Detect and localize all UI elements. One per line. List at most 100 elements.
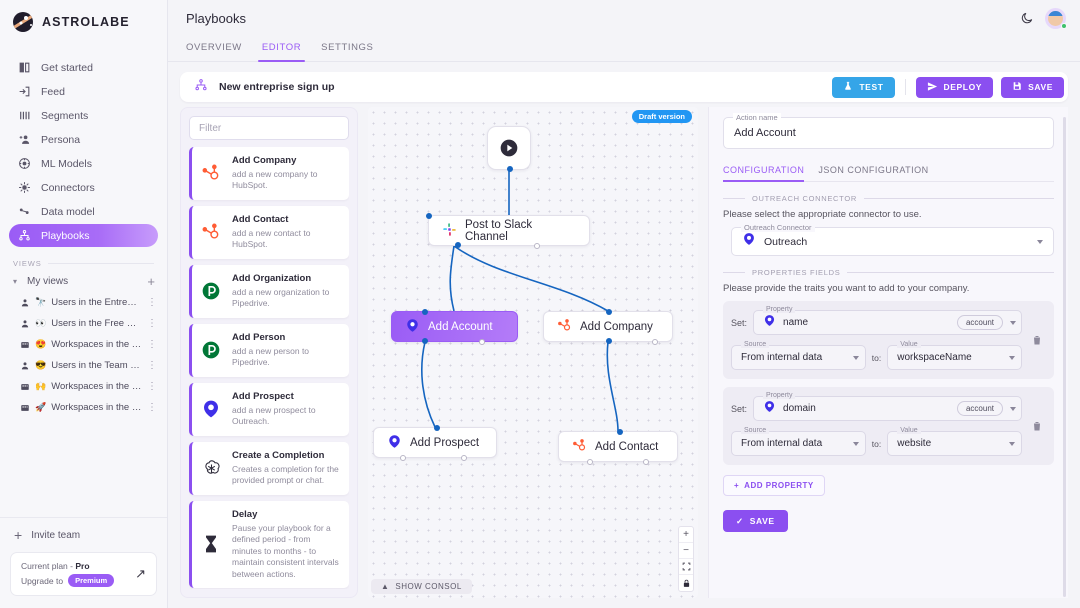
node-port-in[interactable] [434,425,440,431]
sidebar-item-persona[interactable]: Persona [9,128,158,151]
library-card-add-contact[interactable]: Add Contact add a new contact to HubSpot… [189,205,349,259]
add-property-button[interactable]: + ADD PROPERTY [723,475,825,496]
tab-json-configuration[interactable]: JSON CONFIGURATION [818,165,929,175]
chevron-down-icon[interactable] [1009,441,1016,446]
panel-scrollbar[interactable] [1063,117,1066,597]
value-select[interactable]: Value website [887,427,1023,456]
list-item[interactable]: 😍 Workspaces in the Te... ⋮ [0,334,167,355]
show-consol-button[interactable]: ▲ SHOW CONSOL [371,579,472,594]
node-port-out[interactable] [422,338,428,344]
node-port-in[interactable] [606,309,612,315]
list-item[interactable]: 👀 Users in the Free Plan ⋮ [0,313,167,334]
library-card-create-completion[interactable]: Create a Completion Creates a completion… [189,441,349,495]
flow-node-add-prospect[interactable]: Add Prospect [373,425,497,461]
property-select[interactable]: Property domain account [753,392,1022,421]
flow-node-add-account[interactable]: Add Account [391,309,518,345]
node-port-out[interactable] [587,459,593,465]
library-card-add-person[interactable]: Add Person add a new person to Pipedrive… [189,323,349,377]
filter-input[interactable] [189,116,349,140]
list-item[interactable]: 😎 Users in the Team Plan ⋮ [0,355,167,376]
sidebar-item-label: Connectors [41,181,95,194]
node-port-out-secondary[interactable] [461,455,467,461]
chevron-down-icon[interactable] [1009,355,1016,360]
node-port-out-secondary[interactable] [643,459,649,465]
node-port-in[interactable] [426,213,432,219]
library-card-add-prospect[interactable]: Add Prospect add a new prospect to Outre… [189,382,349,436]
chevron-down-icon[interactable] [852,355,859,360]
lock-icon[interactable] [679,575,693,591]
flow-node-label: Post to Slack Channel [465,218,533,243]
flow-node-add-company[interactable]: Add Company [543,309,673,345]
list-item[interactable]: 🔭 Users in the Entrepri... ⋮ [0,292,167,313]
node-port-out-secondary[interactable] [534,243,540,249]
zoom-in-button[interactable]: + [679,527,693,543]
tab-editor[interactable]: EDITOR [252,36,311,62]
node-port-out[interactable] [507,166,513,172]
sidebar-item-segments[interactable]: Segments [9,104,158,127]
sidebar-item-ml-models[interactable]: ML Models [9,152,158,175]
invite-team-button[interactable]: + Invite team [0,517,167,552]
value-select[interactable]: Value workspaceName [887,341,1023,370]
node-port-out[interactable] [400,455,406,461]
sidebar-item-playbooks[interactable]: Playbooks [9,224,158,247]
tab-settings[interactable]: SETTINGS [321,42,374,53]
sidebar-item-data-model[interactable]: Data model [9,200,158,223]
list-item[interactable]: 🚀 Workspaces in the E... ⋮ [0,397,167,418]
save-button[interactable]: SAVE [1001,76,1064,98]
chevron-down-icon [1037,239,1043,244]
more-options-icon[interactable]: ⋮ [147,338,157,350]
flow-name[interactable]: New entreprise sign up [194,78,832,97]
flow-node-start[interactable] [487,126,531,172]
node-port-in[interactable] [422,309,428,315]
more-options-icon[interactable]: ⋮ [147,317,157,329]
tab-overview[interactable]: OVERVIEW [186,42,242,53]
more-options-icon[interactable]: ⋮ [147,401,157,413]
more-options-icon[interactable]: ⋮ [147,380,157,392]
chevron-down-icon[interactable] [1010,406,1016,411]
node-port-out[interactable] [606,338,612,344]
flow-node-post-to-slack-channel[interactable]: Post to Slack Channel [426,213,590,249]
property-select[interactable]: Property name account [753,306,1022,335]
outreach-connector-select[interactable]: Outreach Connector Outreach [731,223,1054,256]
action-name-field[interactable]: Action name Add Account [723,113,1054,149]
status-badge [1061,22,1067,29]
top-bar: Playbooks [168,0,1080,36]
my-views-header[interactable]: ▾ My views + [0,273,167,290]
flow-node-add-contact[interactable]: Add Contact [558,429,678,465]
plan-card[interactable]: Current plan - Pro Upgrade to Premium ↗ [10,552,157,596]
more-options-icon[interactable]: ⋮ [147,296,157,308]
node-port-out[interactable] [455,242,461,248]
chevron-down-icon[interactable] [1010,320,1016,325]
add-view-button[interactable]: + [147,274,155,289]
panel-save-button[interactable]: ✓ SAVE [723,510,788,532]
sidebar-item-feed[interactable]: Feed [9,80,158,103]
segments-icon [18,109,31,122]
source-select[interactable]: Source From internal data [731,341,866,370]
property-row-bottom: Source From internal data to: Value work… [731,341,1023,370]
sidebar-item-connectors[interactable]: Connectors [9,176,158,199]
action-name-value[interactable]: Add Account [734,127,796,139]
library-card-add-company[interactable]: Add Company add a new company to HubSpot… [189,147,349,200]
deploy-button[interactable]: DEPLOY [915,76,994,98]
node-port-out-secondary[interactable] [652,339,658,345]
source-select[interactable]: Source From internal data [731,427,866,456]
external-link-icon[interactable]: ↗ [135,566,146,581]
fit-view-icon[interactable] [679,559,693,575]
delete-property-icon[interactable] [1028,396,1046,456]
zoom-out-button[interactable]: − [679,543,693,559]
test-button[interactable]: TEST [832,76,895,98]
library-card-delay[interactable]: Delay Pause your playbook for a defined … [189,500,349,588]
tab-configuration[interactable]: CONFIGURATION [723,162,805,182]
flow-canvas[interactable]: Draft version [368,107,698,598]
delete-property-icon[interactable] [1028,310,1046,370]
sidebar-item-get-started[interactable]: Get started [9,56,158,79]
chevron-down-icon[interactable] [852,441,859,446]
avatar[interactable] [1045,7,1067,29]
node-port-in[interactable] [617,429,623,435]
library-card-add-organization[interactable]: Add Organization add a new organization … [189,264,349,318]
node-port-out-secondary[interactable] [479,339,485,345]
user-icon [19,319,30,329]
moon-icon[interactable] [1020,11,1034,25]
more-options-icon[interactable]: ⋮ [147,359,157,371]
list-item[interactable]: 🙌 Workspaces in the Fr... ⋮ [0,376,167,397]
